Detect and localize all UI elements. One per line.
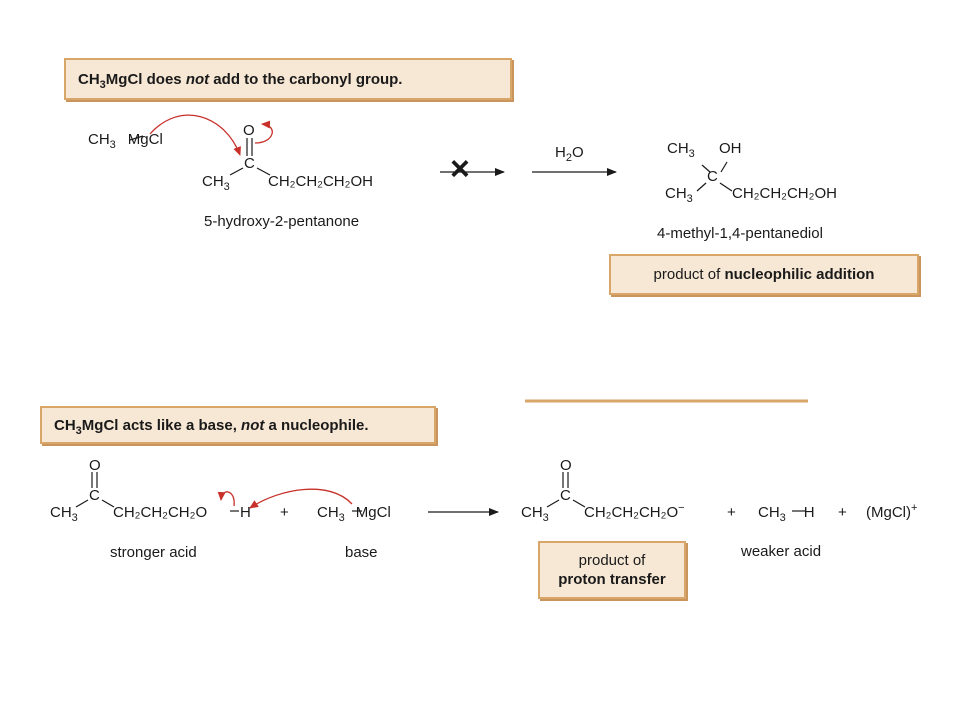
acidic-hydrogen: H [240,504,251,521]
diol-left-bond [696,182,707,192]
stronger-acid-label: stronger acid [110,544,197,561]
acid-methyl: CH3 [50,504,78,524]
top-header-box: CH3MgCl does not add to the carbonyl gro… [64,58,512,100]
nucleophilic-addition-label-box: product of nucleophilic addition [609,254,919,295]
nucleophile-attack-arrow [149,114,241,156]
diol-methyl-left: CH3 [665,185,693,205]
base-attacks-proton-arrow [249,488,353,509]
ch3-mgcl-bond-top [129,135,144,141]
pi-bond-to-oxygen-arrow [254,120,273,144]
base-label: base [345,544,378,561]
ketone-methyl: CH3 [202,173,230,193]
plus-sign-1: + [280,504,289,521]
plus-sign-3: + [838,504,847,521]
acid-chain: CH₂CH₂CH₂O [113,504,208,521]
alkoxide-carbonyl-carbon: C [560,487,571,504]
acid-left-bond [75,499,89,508]
diol-methyl-up-bond [701,164,711,173]
acid-carbonyl-carbon: C [89,487,100,504]
ketone-right-bond [256,167,271,176]
nucleophilic-addition-label: product of nucleophilic addition [653,266,875,283]
alkoxide-methyl: CH3 [521,504,549,524]
diol-methyl-top: CH3 [667,140,695,160]
plus-sign-2: + [727,504,736,521]
proton-transfer-label-line2: proton transfer [558,571,666,588]
diol-chain: CH₂CH₂CH₂OH [732,185,837,202]
alkoxide-carbonyl-oxygen: O [560,457,572,474]
magnesium-chloride-ion: (MgCl)+ [866,502,918,521]
weaker-acid-label: weaker acid [741,543,822,560]
diol-oh-bond [720,161,728,173]
proton-transfer-label-box: product of proton transfer [538,541,686,599]
diol-right-bond [719,182,733,192]
alkoxide-chain: CH₂CH₂CH₂O− [584,502,685,521]
bottom-header-text: CH3MgCl acts like a base, not a nucleoph… [54,416,369,437]
alkoxide-left-bond [546,499,560,508]
diol-oh: OH [719,140,742,157]
ketone-chain: CH₂CH₂CH₂OH [268,173,373,190]
diol-name: 4-methyl-1,4-pentanediol [657,225,823,242]
ketone-carbon: C [244,155,255,172]
ketone-left-bond [229,167,244,176]
bottom-header-box: CH3MgCl acts like a base, not a nucleoph… [40,406,436,444]
proton-transfer-label-line1: product of [578,551,646,569]
no-reaction-x-mark: × [450,150,470,188]
acid-right-bond [101,499,115,508]
ketone-oxygen: O [243,122,255,139]
acid-carbonyl-oxygen: O [89,457,101,474]
diol-carbon: C [707,168,718,185]
alkoxide-right-bond [572,499,586,508]
top-header-text: CH3MgCl does not add to the carbonyl gro… [78,70,403,91]
oh-bond-to-oxygen-arrow [217,491,235,507]
water-reagent: H2O [555,144,584,164]
ketone-name: 5-hydroxy-2-pentanone [204,213,360,230]
